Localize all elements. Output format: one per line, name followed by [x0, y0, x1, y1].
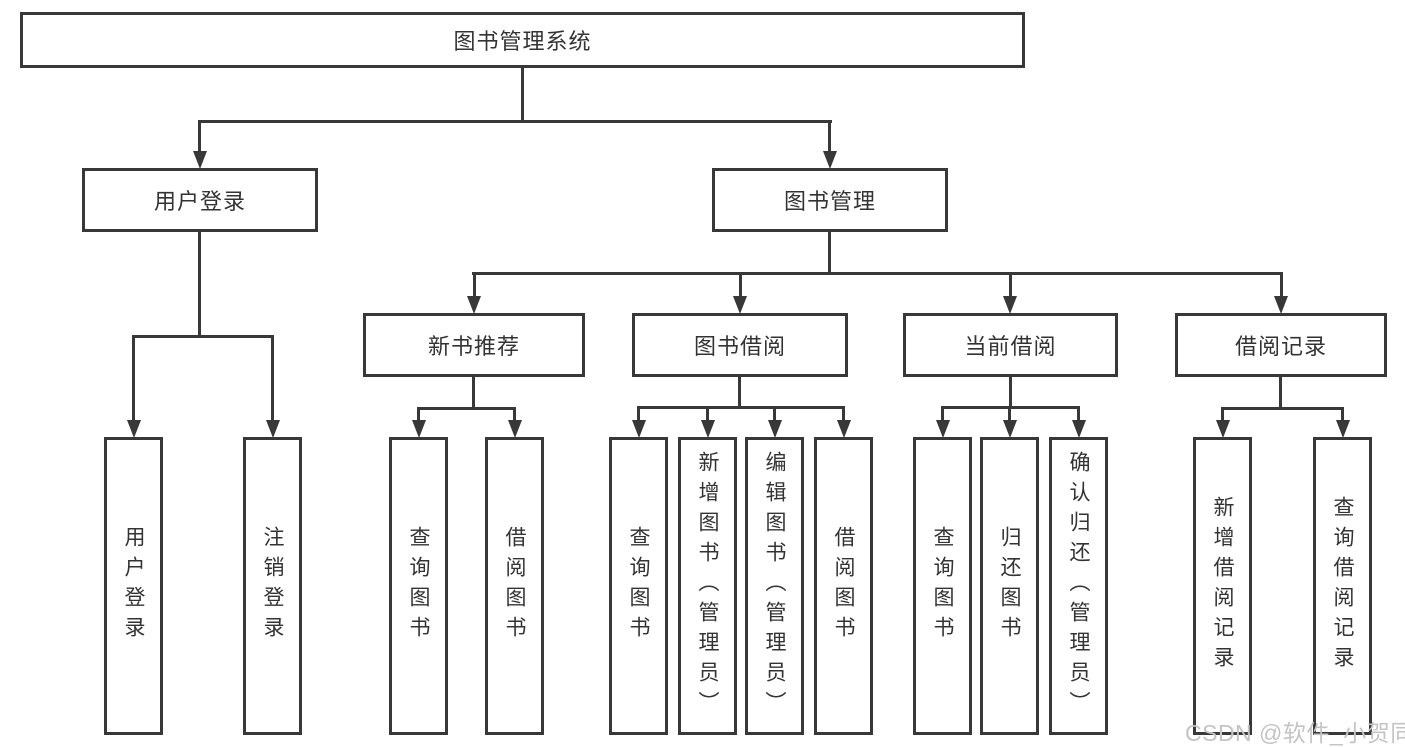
leaf-edit-book-admin: 编辑图书（管理员）	[745, 437, 804, 735]
leaf-return-book: 归还图书	[980, 437, 1039, 735]
node-borrow-record: 借阅记录	[1175, 313, 1387, 377]
leaf-confirm-return-admin: 确认归还（管理员）	[1049, 437, 1108, 735]
leaf-label: 编辑图书（管理员）	[763, 451, 786, 721]
connector-drop	[417, 410, 420, 422]
arrowhead	[1003, 420, 1017, 438]
connector-drop	[132, 338, 135, 422]
leaf-borrow-book-1: 借阅图书	[485, 437, 544, 735]
connector-bar	[941, 406, 1080, 409]
node-user-login: 用户登录	[82, 168, 318, 232]
connector-drop	[1008, 409, 1011, 422]
connector-stem	[472, 377, 475, 410]
arrowhead	[1336, 420, 1350, 438]
leaf-label: 查询借阅记录	[1331, 496, 1354, 676]
arrowhead	[1216, 420, 1230, 438]
arrowhead	[508, 420, 522, 438]
connector-bar	[198, 120, 832, 123]
leaf-label: 查询图书	[627, 526, 650, 646]
arrowhead	[1003, 296, 1017, 314]
connector-stem	[1009, 377, 1012, 409]
arrowhead	[768, 420, 782, 438]
arrowhead	[412, 420, 426, 438]
arrowhead	[266, 420, 280, 438]
node-new-book-recommend: 新书推荐	[363, 313, 585, 377]
arrowhead	[1072, 420, 1086, 438]
arrowhead	[733, 296, 747, 314]
connector-drop	[1009, 275, 1012, 298]
watermark-text: CSDN @软件_小贺同	[1185, 720, 1405, 746]
connector-drop	[637, 409, 640, 422]
arrowhead	[193, 151, 207, 169]
leaf-logout: 注销登录	[243, 437, 302, 735]
csdn-watermark: CSDN @软件_小贺同学	[1185, 714, 1405, 747]
node-label: 新书推荐	[427, 334, 520, 359]
arrowhead	[936, 420, 950, 438]
connector-bar	[472, 272, 1283, 275]
connector-drop	[706, 409, 709, 422]
connector-drop	[941, 409, 944, 422]
connector-stem	[521, 68, 524, 123]
connector-drop	[1280, 275, 1283, 298]
leaf-query-book-2: 查询图书	[609, 437, 668, 735]
node-root-library-system: 图书管理系统	[20, 12, 1025, 68]
connector-bar	[132, 335, 274, 338]
connector-drop	[828, 123, 831, 153]
leaf-query-borrow-record: 查询借阅记录	[1313, 437, 1372, 735]
leaf-label: 查询图书	[407, 526, 430, 646]
connector-drop	[198, 123, 201, 153]
leaf-label: 确认归还（管理员）	[1067, 451, 1090, 721]
node-label: 用户登录	[153, 189, 246, 214]
connector-drop	[1221, 410, 1224, 422]
arrowhead	[467, 296, 481, 314]
leaf-label: 用户登录	[122, 526, 145, 646]
node-current-borrow: 当前借阅	[903, 313, 1118, 377]
connector-stem	[1279, 377, 1282, 410]
node-book-borrow: 图书借阅	[632, 313, 848, 377]
arrowhead	[837, 420, 851, 438]
leaf-label: 新增图书（管理员）	[696, 451, 719, 721]
connector-drop	[1341, 410, 1344, 422]
connector-stem	[828, 232, 831, 275]
node-label: 图书管理系统	[453, 29, 592, 54]
connector-stem	[198, 232, 201, 338]
node-label: 图书借阅	[693, 334, 786, 359]
connector-stem	[738, 377, 741, 409]
connector-drop	[271, 338, 274, 422]
node-label: 借阅记录	[1234, 334, 1327, 359]
leaf-label: 注销登录	[261, 526, 284, 646]
leaf-user-login: 用户登录	[104, 437, 163, 735]
connector-drop	[1077, 409, 1080, 422]
leaf-query-book-3: 查询图书	[913, 437, 972, 735]
connector-bar	[417, 407, 516, 410]
leaf-label: 借阅图书	[503, 526, 526, 646]
leaf-label: 借阅图书	[832, 526, 855, 646]
connector-drop	[842, 409, 845, 422]
node-book-management: 图书管理	[712, 168, 948, 232]
connector-drop	[773, 409, 776, 422]
connector-drop	[473, 275, 476, 298]
leaf-query-book-1: 查询图书	[389, 437, 448, 735]
arrowhead	[127, 420, 141, 438]
arrowhead	[701, 420, 715, 438]
leaf-label: 查询图书	[931, 526, 954, 646]
node-label: 图书管理	[783, 189, 876, 214]
leaf-label: 归还图书	[998, 526, 1021, 646]
connector-drop	[513, 410, 516, 422]
arrowhead	[1274, 296, 1288, 314]
leaf-label: 新增借阅记录	[1211, 496, 1234, 676]
arrowhead	[632, 420, 646, 438]
connector-bar	[1221, 407, 1344, 410]
connector-drop	[739, 275, 742, 298]
arrowhead	[823, 151, 837, 169]
leaf-add-borrow-record: 新增借阅记录	[1193, 437, 1252, 735]
node-label: 当前借阅	[964, 334, 1057, 359]
connector-bar	[637, 406, 845, 409]
leaf-borrow-book-2: 借阅图书	[814, 437, 873, 735]
leaf-add-book-admin: 新增图书（管理员）	[678, 437, 737, 735]
